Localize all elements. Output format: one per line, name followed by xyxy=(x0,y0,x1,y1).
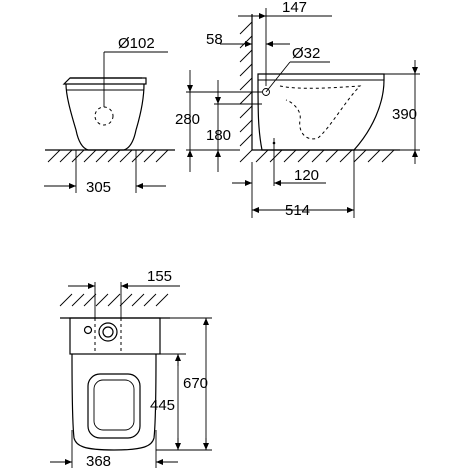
dim-overall-length: 670 xyxy=(183,375,208,392)
dim-wall-to-inlet: 147 xyxy=(282,0,307,16)
side-floor-hatch xyxy=(239,149,395,163)
dim-inlet-diameter: Ø32 xyxy=(292,45,320,62)
dim-inlet-height-280: 280 xyxy=(175,111,200,128)
top-inlet-circle xyxy=(83,325,93,335)
dim-overall-depth: 514 xyxy=(285,202,310,219)
seat-outline xyxy=(87,373,141,439)
dim-overall-height: 390 xyxy=(392,106,417,123)
dim-seat-length: 445 xyxy=(150,397,175,414)
tank-outline xyxy=(69,317,161,355)
top-outlet-circle-inner xyxy=(102,326,114,338)
dim-outlet-offset: 155 xyxy=(147,268,172,285)
top-view: 155 670 445 368 xyxy=(50,268,212,470)
dim-floor-outlet: 120 xyxy=(294,167,319,184)
front-body-outline xyxy=(62,77,147,151)
bowl-outline xyxy=(71,353,157,451)
top-outlet-circle-outer xyxy=(98,322,118,342)
wall-hatch xyxy=(239,21,253,147)
front-view: Ø102 305 xyxy=(44,35,175,196)
dim-inlet-height-180: 180 xyxy=(206,127,231,144)
dim-base-width-front: 305 xyxy=(86,179,111,196)
dim-outlet-diameter: Ø102 xyxy=(118,35,155,52)
bowl-trap-dashed xyxy=(279,85,362,140)
front-floor-hatch xyxy=(47,149,169,163)
seat-opening xyxy=(93,379,135,431)
side-body-outline xyxy=(257,73,385,151)
inlet-circle xyxy=(262,88,270,96)
outlet-circle xyxy=(94,106,114,126)
side-view: 147 58 Ø32 280 180 390 120 xyxy=(175,0,420,219)
dim-wall-offset: 58 xyxy=(206,31,223,48)
dim-overall-width: 368 xyxy=(86,453,111,470)
top-wall-hatch xyxy=(59,293,169,307)
